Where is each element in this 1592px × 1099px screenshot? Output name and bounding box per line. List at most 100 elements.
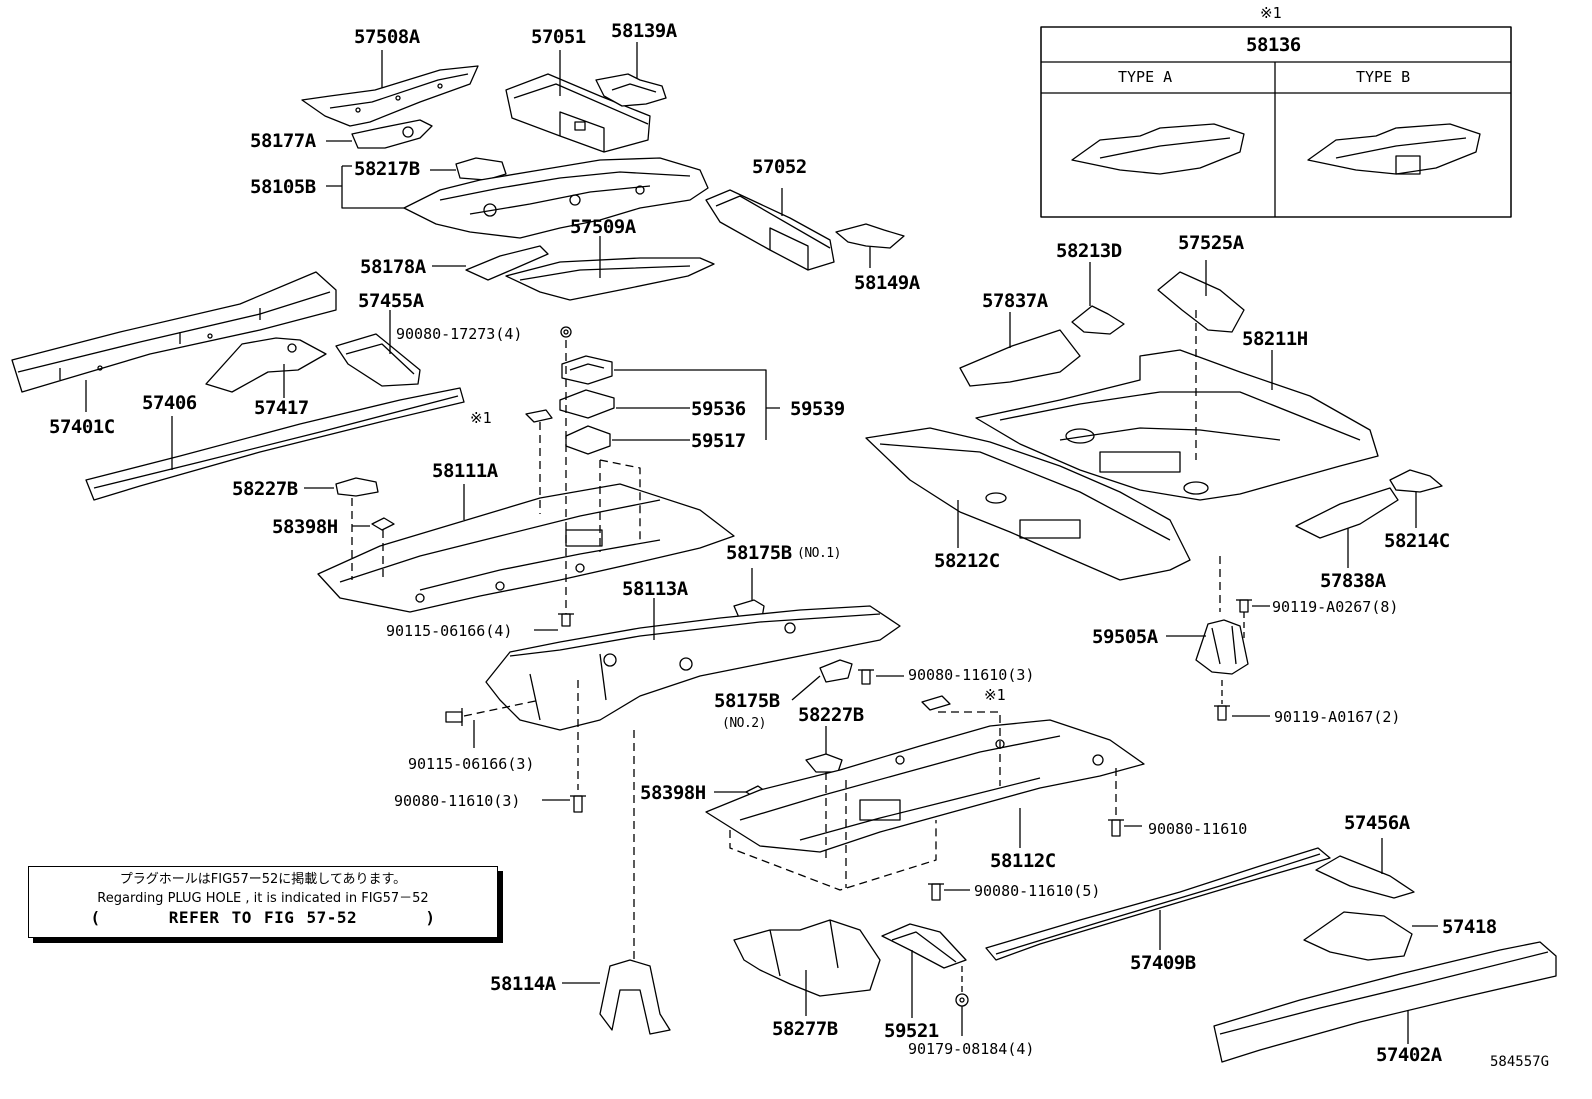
part-58139A-drawing <box>595 73 667 107</box>
screw-90080-11610-drawing <box>1108 819 1124 837</box>
label-90179-08184: 90179-08184(4) <box>908 1040 1035 1058</box>
label-57508A: 57508A <box>354 26 420 48</box>
label-59536: 59536 <box>691 398 746 420</box>
label-57455A: 57455A <box>358 290 424 312</box>
label-58149A: 58149A <box>854 272 920 294</box>
screw-90115-06166-b-drawing <box>445 708 463 726</box>
label-57409B: 57409B <box>1130 952 1196 974</box>
label-58212C: 58212C <box>934 550 1000 572</box>
label-58398H-b: 58398H <box>640 782 706 804</box>
label-57402A: 57402A <box>1376 1044 1442 1066</box>
part-57406-drawing <box>85 387 465 501</box>
label-59521: 59521 <box>884 1020 939 1042</box>
label-58177A: 58177A <box>250 130 316 152</box>
part-58113A-drawing <box>485 605 901 731</box>
label-58112C: 58112C <box>990 850 1056 872</box>
plug-hole-note: プラグホールはFIG57ー52に掲載してあります。 Regarding PLUG… <box>28 866 498 938</box>
bolt-90119-A0167-drawing <box>1214 705 1230 721</box>
label-90080-11610-3b: 90080-11610(3) <box>394 792 521 810</box>
label-90119-A0267: 90119-A0267(8) <box>1272 598 1399 616</box>
screw-90080-11610-3b-drawing <box>570 795 586 813</box>
label-57418: 57418 <box>1442 916 1497 938</box>
part-58213D-drawing <box>1071 305 1125 335</box>
label-59517: 59517 <box>691 430 746 452</box>
label-58175B-2: 58175B <box>714 690 780 712</box>
label-57406: 57406 <box>142 392 197 414</box>
note-reference: ( REFER TO FIG 57-52 ) <box>29 908 497 927</box>
figure-code: 584557G <box>1490 1054 1550 1070</box>
label-59505A: 59505A <box>1092 626 1158 648</box>
part-58277B-drawing <box>733 919 881 997</box>
type-a-label: TYPE A <box>1118 68 1173 86</box>
label-58175B-1-sub: (NO.1) <box>797 546 841 561</box>
part-58227B-b-drawing <box>805 753 843 773</box>
label-58111A: 58111A <box>432 460 498 482</box>
bolt-90119-A0267-drawing <box>1236 599 1252 613</box>
plug-stack-drawing <box>559 355 615 455</box>
part-58178A-drawing <box>465 245 549 281</box>
label-57417: 57417 <box>254 397 309 419</box>
screw-90080-11610-3a-drawing <box>858 669 874 685</box>
note-line-jp: プラグホールはFIG57ー52に掲載してあります。 <box>119 872 407 887</box>
label-57456A: 57456A <box>1344 812 1410 834</box>
label-57525A: 57525A <box>1178 232 1244 254</box>
part-57456A-drawing <box>1315 855 1415 899</box>
part-58175B-2-drawing <box>819 659 853 683</box>
label-58211H: 58211H <box>1242 328 1308 350</box>
label-58277B: 58277B <box>772 1018 838 1040</box>
label-90080-11610-5: 90080-11610(5) <box>974 882 1101 900</box>
label-59539: 59539 <box>790 398 845 420</box>
part-57838A-drawing <box>1295 487 1399 539</box>
label-58175B-1: 58175B <box>726 542 792 564</box>
part-58212C-drawing <box>865 427 1191 581</box>
part-57837A-drawing <box>959 329 1081 387</box>
type-b-label: TYPE B <box>1356 68 1411 86</box>
label-90115-06166-3: 90115-06166(3) <box>408 755 535 773</box>
label-58113A: 58113A <box>622 578 688 600</box>
label-58217B: 58217B <box>354 158 420 180</box>
mark-1b-label: ※1 <box>984 686 1006 704</box>
type-b-drawing <box>1307 123 1481 175</box>
part-59521-drawing <box>881 923 967 969</box>
part-57418-drawing <box>1303 911 1413 961</box>
label-57052: 57052 <box>752 156 807 178</box>
label-90115-06166-4: 90115-06166(4) <box>386 622 513 640</box>
note-ref-text: REFER TO FIG 57-52 <box>168 908 358 927</box>
type-table-mark: ※1 <box>1260 4 1282 22</box>
label-58114A: 58114A <box>490 973 556 995</box>
label-90119-A0167: 90119-A0167(2) <box>1274 708 1401 726</box>
label-58105B: 58105B <box>250 176 316 198</box>
mark-1-patch <box>525 409 553 423</box>
part-58114A-drawing <box>599 959 671 1035</box>
label-57838A: 57838A <box>1320 570 1386 592</box>
part-57409B-drawing <box>985 847 1331 961</box>
type-table <box>1040 26 1512 218</box>
part-57508A-drawing <box>301 65 479 127</box>
part-58398H-a-drawing <box>371 517 395 531</box>
label-58178A: 58178A <box>360 256 426 278</box>
part-58217B-drawing <box>455 157 507 181</box>
part-57525A-drawing <box>1157 271 1245 333</box>
note-ref-open: ( <box>90 908 101 927</box>
mark-1b-patch <box>921 695 951 711</box>
part-57509A-drawing <box>505 257 715 301</box>
label-58139A: 58139A <box>611 20 677 42</box>
label-58398H-a: 58398H <box>272 516 338 538</box>
label-58213D: 58213D <box>1056 240 1122 262</box>
label-90080-11610: 90080-11610 <box>1148 820 1248 838</box>
part-58177A-drawing <box>351 119 433 149</box>
type-table-part: 58136 <box>1246 34 1301 56</box>
part-58214C-drawing <box>1389 469 1443 493</box>
part-59505A-drawing <box>1195 619 1249 675</box>
label-90080-11610-3a: 90080-11610(3) <box>908 666 1035 684</box>
clip-90080-17273-drawing <box>560 326 572 338</box>
label-58214C: 58214C <box>1384 530 1450 552</box>
label-58227B-a: 58227B <box>232 478 298 500</box>
part-57401C-drawing <box>11 271 337 393</box>
part-57417-drawing <box>205 337 327 393</box>
note-ref-close: ) <box>425 908 436 927</box>
part-58111A-drawing <box>317 483 735 613</box>
part-57051-drawing <box>505 73 651 153</box>
screw-90080-11610-5-drawing <box>928 883 944 901</box>
